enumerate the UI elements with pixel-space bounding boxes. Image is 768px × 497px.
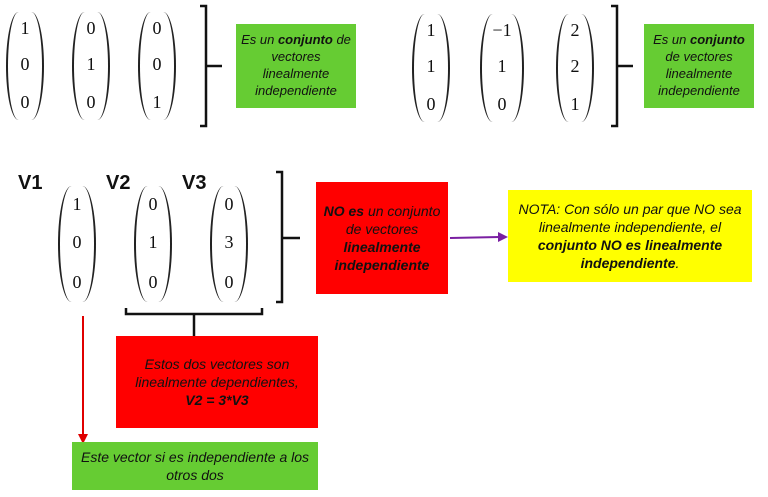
nota-arrow-line (449, 236, 501, 239)
group2-vector-3: 2 2 1 (556, 14, 594, 122)
group3-vector-v2: 0 1 0 (134, 186, 172, 302)
group3-note: NO es un conjunto de vectores linealment… (316, 182, 448, 294)
group2-note: Es un conjunto de vectores linealmente i… (644, 24, 754, 108)
group2-vector-1: 1 1 0 (412, 14, 450, 122)
group2-vector-2: −1 1 0 (480, 14, 524, 122)
group3-bracket (276, 170, 284, 304)
v1-arrow-head (78, 434, 88, 444)
v2-v3-bracket (124, 308, 264, 316)
nota-arrow-head (498, 232, 508, 242)
independent-note: Este vector si es independiente a los ot… (72, 442, 318, 490)
group1-vector-1: 1 0 0 (6, 12, 44, 120)
group3-vector-v1: 1 0 0 (58, 186, 96, 302)
group1-note: Es un conjunto de vectores linealmente i… (236, 24, 356, 108)
group1-bracket (200, 4, 208, 128)
group2-bracket (611, 4, 619, 128)
group1-vector-3: 0 0 1 (138, 12, 176, 120)
group3-vector-v3: 0 3 0 (210, 186, 248, 302)
nota-box: NOTA: Con sólo un par que NO sea linealm… (508, 190, 752, 282)
label-v1: V1 (18, 172, 43, 194)
label-v2: V2 (106, 172, 131, 194)
group1-vector-2: 0 1 0 (72, 12, 110, 120)
label-v3: V3 (182, 172, 207, 194)
dependent-note: Estos dos vectores son linealmente depen… (116, 336, 318, 428)
